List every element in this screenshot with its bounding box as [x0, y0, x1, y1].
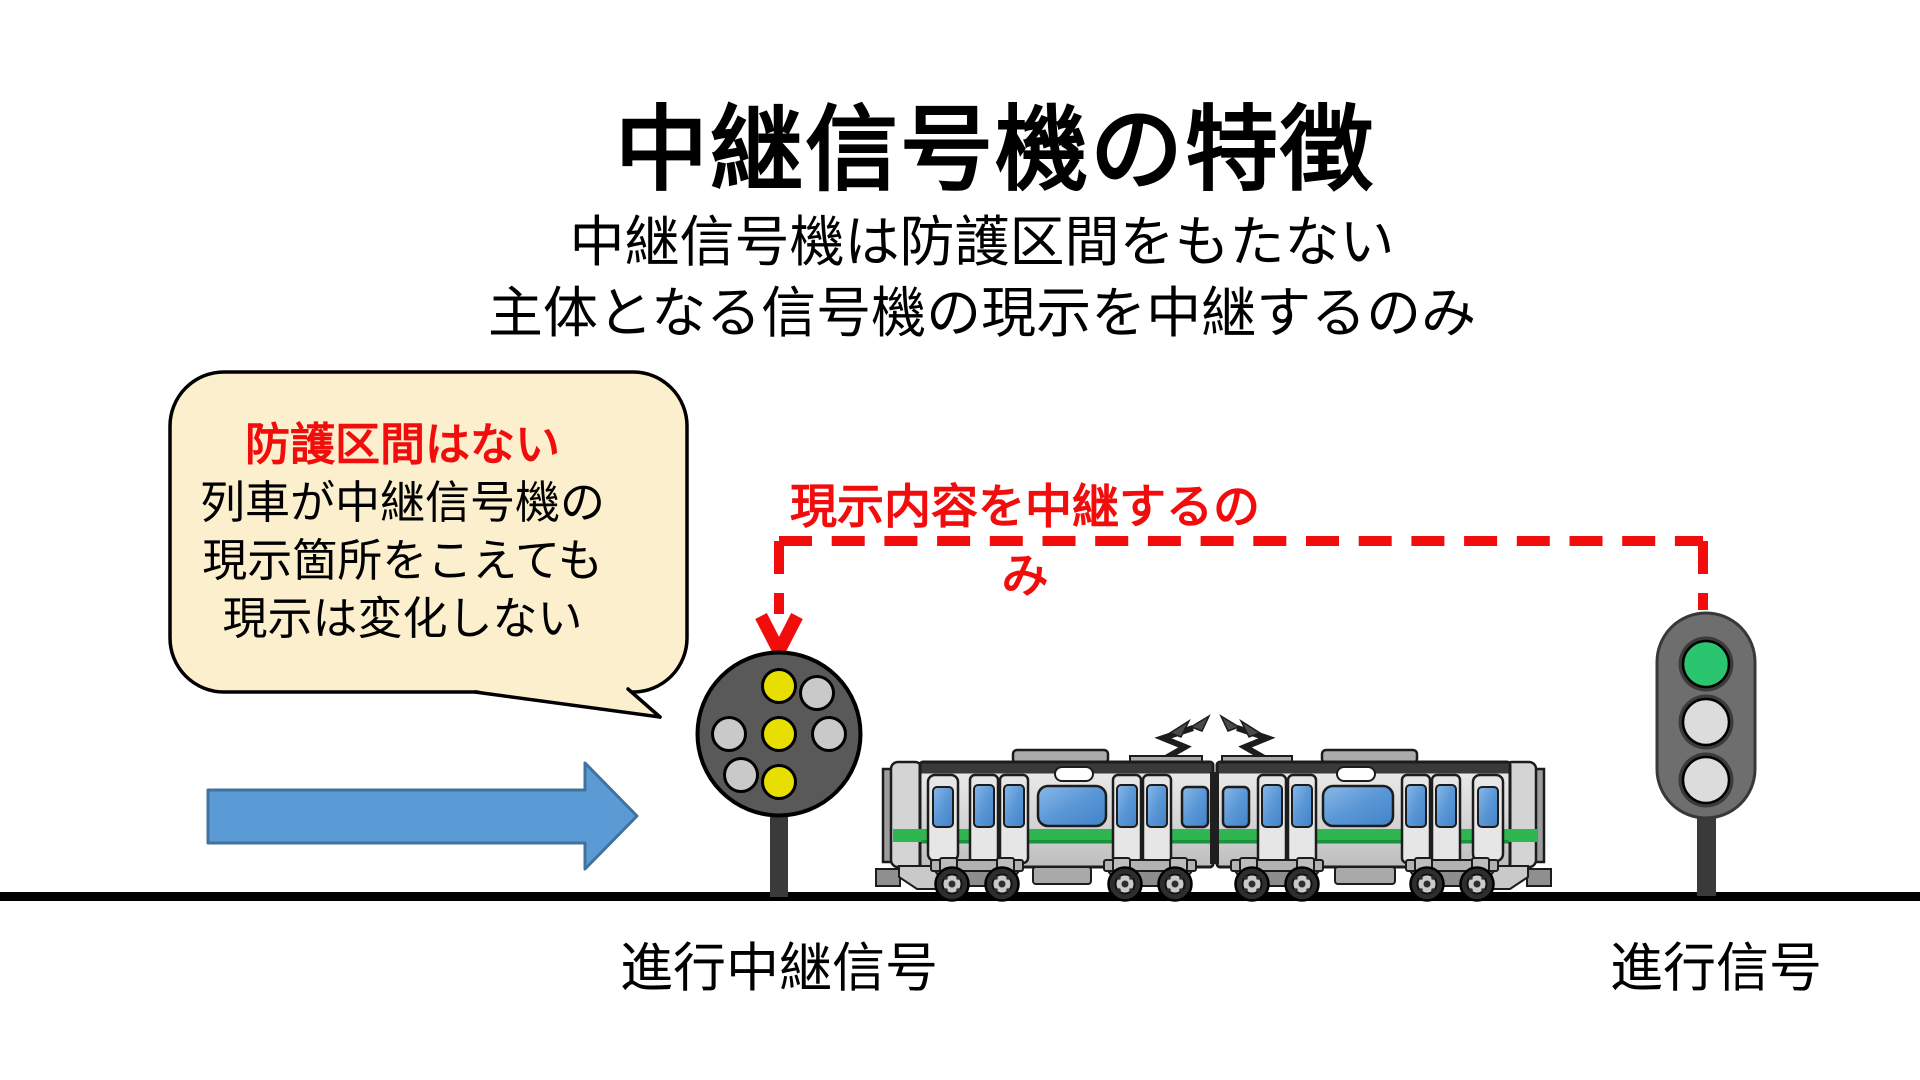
caption-main-signal: 進行信号 [1610, 939, 1822, 998]
subtitle: 中継信号機は防護区間をもたない 主体となる信号機の現示を中継するのみ [22, 207, 1920, 349]
train-window [1180, 785, 1210, 829]
caption-relay-signal: 進行中継信号 [620, 939, 938, 998]
bubble-heading: 防護区間はない [244, 419, 560, 470]
relay-light-center-yellow [761, 716, 797, 752]
coupling-gap [1210, 772, 1219, 864]
speech-bubble-tail [475, 669, 660, 717]
relay-light-bottom-yellow [761, 764, 797, 800]
train-icon [875, 714, 1552, 904]
destination-sign [1336, 766, 1376, 782]
train-double-door [1400, 773, 1462, 865]
right-arrow-icon [206, 761, 639, 871]
rear-bumper [1526, 868, 1552, 887]
subtitle-line-2: 主体となる信号機の現示を中継するのみ [487, 282, 1477, 344]
green-stripe-shadow [1218, 840, 1509, 844]
relay-dashed-connector [755, 536, 1708, 666]
speech-bubble-shape [168, 370, 689, 694]
train-window [1036, 784, 1108, 828]
relay-signal-icon [695, 650, 863, 897]
bubble-line-2: 現示箇所をこえても [202, 535, 603, 586]
main-signal-icon [1655, 611, 1757, 896]
direction-arrow [206, 761, 639, 871]
speech-bubble-text: 防護区間はない 列車が中継信号機の 現示箇所をこえても 現示は変化しない [170, 372, 687, 692]
main-signal-pole [1697, 812, 1716, 896]
green-stripe [1508, 829, 1537, 842]
main-light-green [1681, 639, 1731, 689]
front-bumper [875, 868, 901, 887]
train-window [1221, 785, 1251, 829]
train-double-door [968, 773, 1030, 865]
relay-signal-pole [770, 805, 788, 897]
train-door [1471, 773, 1505, 863]
bubble-line-1: 列車が中継信号機の [199, 477, 605, 528]
train-door [926, 773, 960, 863]
underfloor-box [1334, 866, 1396, 885]
relay-light-left-unlit [711, 716, 747, 752]
bubble-line-3: 現示は変化しない [222, 593, 583, 644]
cab-slab-front [889, 760, 924, 869]
underfloor-box [1032, 866, 1092, 885]
bogie-icon [1104, 858, 1196, 901]
green-stripe-shadow [921, 840, 1212, 844]
bogie-icon [931, 858, 1023, 901]
train-double-door [1111, 773, 1173, 865]
destination-sign [1054, 766, 1094, 782]
bogie-icon [1231, 858, 1323, 901]
relay-light-right-unlit [811, 716, 847, 752]
green-stripe [893, 829, 922, 842]
relay-light-bottomleft-unlit [723, 757, 759, 793]
relay-light-top-yellow [761, 668, 797, 704]
page-title: 中継信号機の特徴 [615, 98, 1375, 202]
speech-bubble-tail-edge-top [626, 687, 662, 719]
speech-bubble [168, 370, 689, 719]
subtitle-line-1: 中継信号機は防護区間をもたない [569, 211, 1395, 273]
main-light-middle-unlit [1681, 697, 1731, 747]
speech-bubble-tail-edge-bottom [473, 690, 662, 719]
relay-annotation-label: 現示内容を中継するのみ [790, 480, 1260, 602]
bogie-icon [1406, 858, 1498, 901]
train-window [1321, 784, 1395, 828]
train-double-door [1256, 773, 1318, 865]
main-light-bottom-unlit [1681, 755, 1731, 805]
relay-light-topright-unlit [799, 675, 835, 711]
